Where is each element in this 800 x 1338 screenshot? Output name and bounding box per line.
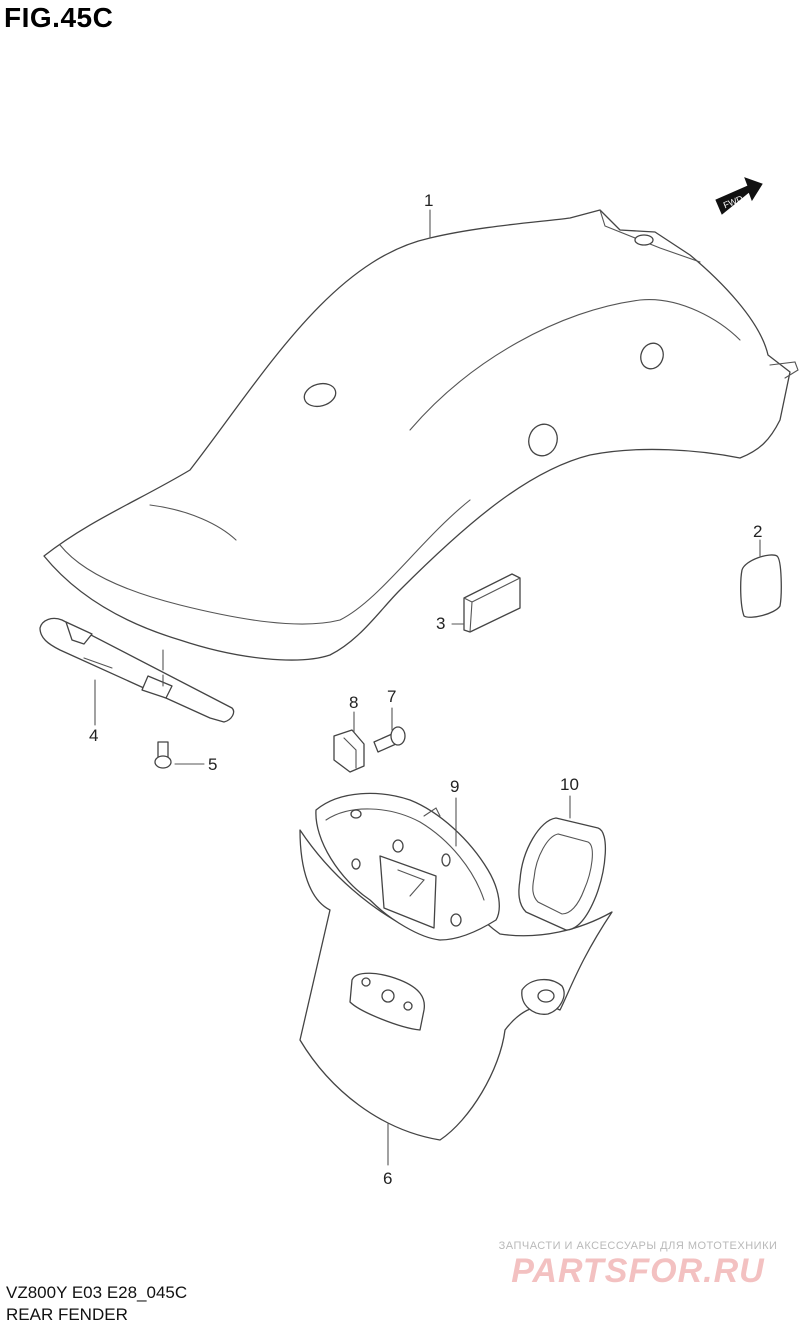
callout-10: 10 [560,775,579,794]
section-name: REAR FENDER [6,1305,128,1324]
model-code: VZ800Y E03 E28_045C [6,1283,188,1302]
watermark-logo: PARTSFOR.RU [511,1252,765,1290]
callout-7: 7 [387,687,396,706]
part-3-cushion[interactable] [463,573,521,633]
callout-1: 1 [424,191,433,210]
callout-3: 3 [436,614,445,633]
callout-8: 8 [349,693,358,712]
part-1-rear-fender[interactable] [43,209,799,661]
part-7-screw[interactable] [373,726,406,753]
callout-9: 9 [450,777,459,796]
fwd-arrow-icon: FWD [715,177,763,215]
part-9-plate-bracket[interactable] [315,792,500,941]
part-5-bolt[interactable] [154,741,172,769]
watermark-tagline: ЗАПЧАСТИ И АКСЕССУАРЫ ДЛЯ МОТОТЕХНИКИ [498,1240,778,1252]
watermark: ЗАПЧАСТИ И АКСЕССУАРЫ ДЛЯ МОТОТЕХНИКИ PA… [488,1240,788,1290]
part-8-clip-nut[interactable] [333,729,365,773]
part-4-bracket[interactable] [39,617,235,723]
part-10-grommet[interactable] [518,817,607,931]
figure-title: FIG.45C [4,2,114,33]
callout-5: 5 [208,755,217,774]
footer: VZ800Y E03 E28_045C REAR FENDER [6,1282,187,1326]
leader-lines [94,209,761,1166]
callout-6: 6 [383,1169,392,1188]
callout-2: 2 [753,522,762,541]
part-2-pad[interactable] [740,554,782,618]
callout-4: 4 [89,726,98,745]
